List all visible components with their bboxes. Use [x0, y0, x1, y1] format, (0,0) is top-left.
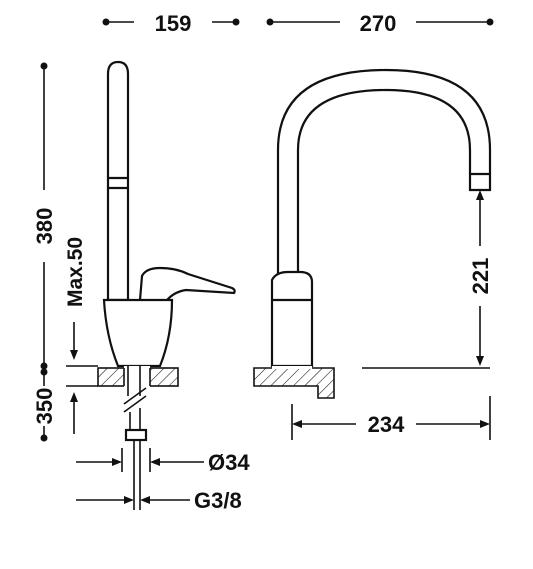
faucet-front-view: [253, 68, 492, 399]
dimension-label-380: 380: [32, 208, 57, 245]
dimension-234: 234: [291, 396, 491, 440]
dimension-380: 380: [32, 62, 57, 370]
dimension-label-159: 159: [155, 11, 192, 36]
dimension-g38: G3/8: [76, 488, 242, 513]
countertop-right: [253, 367, 335, 399]
dimension-label-diameter: Ø34: [208, 450, 250, 475]
dimension-max50: Max.50: [64, 237, 98, 434]
dimension-label-270: 270: [360, 11, 397, 36]
dimension-221: 221: [468, 190, 493, 366]
dimension-label-350: 350: [32, 388, 57, 425]
faucet-side-view: [97, 60, 236, 510]
dimension-label-connection: G3/8: [194, 488, 242, 513]
dimension-159: 159: [102, 11, 240, 36]
dimension-270: 270: [266, 11, 494, 36]
dimension-label-221: 221: [468, 258, 493, 295]
dimension-diameter-34: Ø34: [76, 450, 250, 475]
dimension-label-max50: Max.50: [64, 237, 87, 307]
dimension-label-234: 234: [368, 412, 405, 437]
dimension-350: 350: [32, 368, 57, 442]
